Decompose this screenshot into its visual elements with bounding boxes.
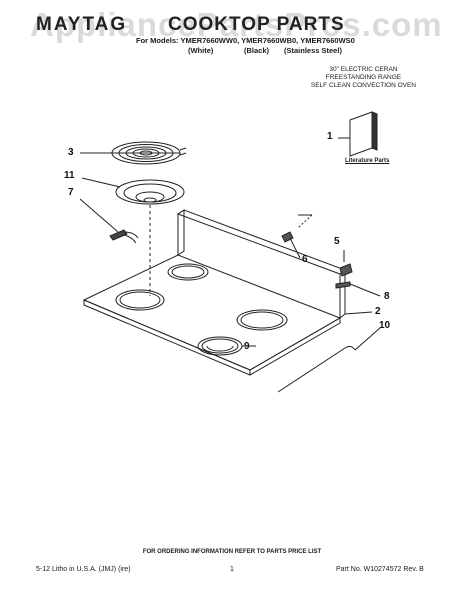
callout-5: 5 [334, 236, 340, 247]
callout-8: 8 [384, 291, 390, 302]
literature-booklet [338, 111, 378, 157]
callout-11: 11 [64, 170, 75, 181]
literature-parts-label: Literature Parts [345, 158, 390, 164]
callout-10: 10 [379, 320, 391, 331]
drip-bowl [81, 177, 185, 205]
callout-1: 1 [327, 131, 333, 142]
callout-7: 7 [68, 187, 74, 198]
brand-name: MAYTAG [36, 14, 128, 35]
callout-6: 6 [302, 254, 308, 265]
watermark: AppliancePartsPros.com [30, 6, 443, 43]
callout-3: 3 [68, 147, 74, 158]
coil-element [80, 141, 187, 165]
mounting-hardware [281, 214, 381, 297]
finish-white: (White) [188, 46, 214, 55]
range-description: 30" ELECTRIC CERAN FREESTANDING RANGE SE… [311, 66, 416, 90]
description-line-2: FREESTANDING RANGE [325, 74, 402, 81]
ordering-info: FOR ORDERING INFORMATION REFER TO PARTS … [142, 549, 322, 555]
description-line-1: 30" ELECTRIC CERAN [329, 66, 398, 73]
callout-2: 2 [375, 306, 381, 317]
callout-9: 9 [244, 341, 250, 352]
receptacle [79, 198, 139, 244]
finish-black: (Black) [244, 46, 270, 55]
page-title: COOKTOP PARTS [168, 14, 345, 35]
finish-stainless: (Stainless Steel) [284, 46, 342, 55]
footer-litho: 5-12 Litho in U.S.A. (JMJ) (ire) [36, 566, 131, 573]
description-line-3: SELF CLEAN CONVECTION OVEN [310, 82, 416, 89]
support-rod [277, 327, 381, 393]
model-list: For Models: YMER7660WW0, YMER7660WB0, YM… [136, 36, 355, 45]
part-number: Part No. W10274572 Rev. B [336, 566, 424, 573]
page-number: 1 [230, 566, 234, 573]
cooktop-assembly [82, 209, 373, 376]
